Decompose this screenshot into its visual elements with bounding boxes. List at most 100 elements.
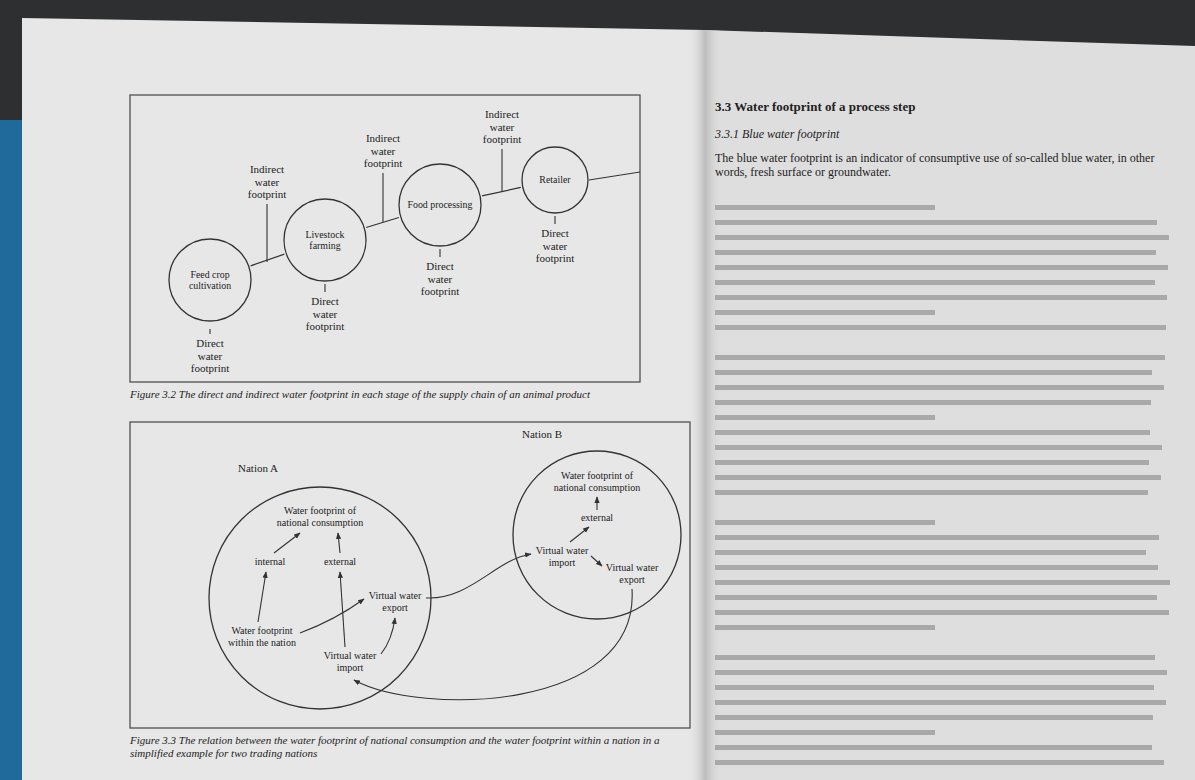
text-line-placeholder	[715, 220, 1157, 225]
right-page	[705, 30, 1195, 780]
label-box: Water footprint of national consumption	[550, 470, 645, 493]
text-line-placeholder	[715, 310, 935, 315]
stage-circle: Livestock farming	[283, 198, 367, 282]
nation-outline	[513, 451, 681, 619]
leader-line	[266, 204, 267, 262]
label-box: Water footprint of national consumption	[270, 505, 370, 528]
text-line-placeholder	[715, 595, 1157, 600]
stage-circle: Food processing	[398, 163, 482, 247]
chain-connector	[366, 218, 399, 228]
chain-line	[589, 172, 640, 180]
nation-heading: Nation B	[522, 428, 562, 441]
label-box: external	[572, 512, 622, 524]
label-box: internal	[245, 556, 295, 568]
label-box: Direct water footprint	[300, 295, 350, 333]
label-box: Figure 3.3 The relation between the wate…	[130, 734, 690, 759]
text-line-placeholder	[715, 535, 1159, 540]
stage-name: Food processing	[407, 199, 473, 210]
section-heading: 3.3 Water footprint of a process step	[715, 100, 1175, 115]
chain-connector	[482, 187, 521, 195]
stage-circle: Feed crop cultivation	[168, 238, 252, 322]
nation-heading-box: Nation A	[238, 462, 278, 475]
text-line-placeholder	[715, 730, 935, 735]
flow-label: Water footprint within the nation	[222, 625, 302, 648]
circle-outline	[169, 239, 251, 321]
label-box: Virtual water import	[320, 650, 380, 673]
text-line-placeholder	[715, 265, 1168, 270]
flow-label: Virtual water import	[532, 545, 592, 568]
nation-outline	[209, 487, 431, 709]
leader-line	[209, 329, 210, 334]
flow-arrow	[274, 533, 300, 553]
text-line-placeholder	[715, 475, 1161, 480]
text-line-placeholder	[715, 610, 1169, 615]
flow-label: Water footprint of national consumption	[270, 505, 370, 528]
flow-label: Water footprint of national consumption	[550, 470, 645, 493]
label-box: Virtual water export	[365, 590, 425, 613]
flow-label: Indirect water footprint	[358, 132, 408, 170]
flow-arrow	[338, 533, 340, 553]
label-box: Water footprint within the nation	[222, 625, 302, 648]
text-line-placeholder	[715, 355, 1165, 360]
text-line-placeholder	[715, 655, 1155, 660]
nation-heading: Nation A	[238, 462, 278, 475]
flow-label: Direct water footprint	[530, 227, 580, 265]
flow-arrow	[570, 527, 589, 542]
figure-frame	[130, 95, 640, 382]
text-line-placeholder	[715, 625, 935, 630]
stage-name: Feed crop cultivation	[177, 269, 243, 292]
text-line-placeholder	[715, 715, 1153, 720]
text-line-placeholder	[715, 280, 1155, 285]
trade-arrow	[354, 589, 632, 700]
flow-arrow	[596, 497, 597, 510]
text-line-placeholder	[715, 205, 935, 210]
label-box: The blue water footprint is an indicator…	[715, 152, 1175, 180]
text-line-placeholder	[715, 550, 1146, 555]
flow-label: Direct water footprint	[415, 260, 465, 298]
nation-circle: Nation B	[512, 428, 682, 620]
text-line-placeholder	[715, 445, 1162, 450]
flow-arrow	[381, 618, 395, 654]
flow-label: external	[315, 556, 365, 568]
label-box: Direct water footprint	[185, 337, 235, 375]
figure-caption: Figure 3.3 The relation between the wate…	[130, 734, 690, 759]
label-box: Virtual water import	[532, 545, 592, 568]
text-line-placeholder	[715, 490, 1148, 495]
flow-arrow	[591, 556, 602, 566]
flow-arrow	[340, 572, 345, 647]
circle-outline	[399, 164, 481, 246]
leader-line	[554, 216, 555, 224]
text-line-placeholder	[715, 685, 1154, 690]
text-line-placeholder	[715, 415, 935, 420]
text-line-placeholder	[715, 385, 1164, 390]
trade-arrow	[426, 554, 531, 598]
text-line-placeholder	[715, 235, 1169, 240]
flow-label: Direct water footprint	[300, 295, 350, 333]
label-box: external	[315, 556, 365, 568]
text-line-placeholder	[715, 325, 1166, 330]
label-box: 3.3 Water footprint of a process step	[715, 100, 1175, 115]
leader-line	[382, 173, 383, 222]
label-box: Indirect water footprint	[477, 108, 527, 146]
stage-name: Retailer	[529, 174, 582, 185]
flow-arrow	[300, 599, 364, 633]
flow-label: Virtual water export	[365, 590, 425, 613]
leader-line	[324, 284, 325, 292]
circle-content: Livestock farming	[283, 198, 367, 282]
stage-circle: Retailer	[521, 146, 589, 214]
text-lines	[715, 205, 1170, 765]
text-line-placeholder	[715, 460, 1149, 465]
flow-label: Indirect water footprint	[477, 108, 527, 146]
text-line-placeholder	[715, 565, 1158, 570]
flow-label: external	[572, 512, 622, 524]
label-box: Virtual water export	[602, 562, 662, 585]
circle-outline	[284, 199, 366, 281]
flow-arrow	[258, 572, 266, 622]
flow-label: Virtual water import	[320, 650, 380, 673]
text-line-placeholder	[715, 670, 1167, 675]
label-box: 3.3.1 Blue water footprint	[715, 128, 1175, 142]
nation-circle: Nation A	[208, 462, 432, 710]
flow-label: internal	[245, 556, 295, 568]
text-line-placeholder	[715, 370, 1152, 375]
circle-outline	[522, 147, 588, 213]
